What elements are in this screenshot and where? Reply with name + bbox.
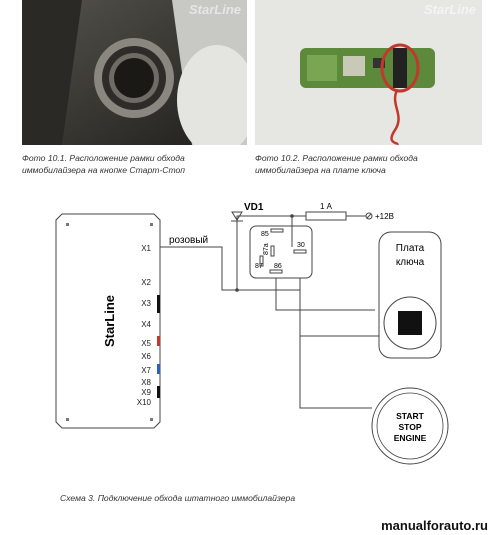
connector-x3: X3 <box>141 299 151 308</box>
footer-site-name: manualforauto.ru <box>381 518 488 533</box>
schematic-caption: Схема 3. Подключение обхода штатного имм… <box>60 492 295 504</box>
starline-unit: StarLine X1 X2 X3 X4 X5 X6 X7 X8 X9 X10 <box>55 213 161 429</box>
relay: 85 87a 30 87 86 <box>249 216 313 279</box>
wire-color-label: розовый <box>169 235 208 246</box>
connector-tab <box>157 295 160 313</box>
relay-pin-87a: 87a <box>263 243 270 255</box>
watermark-logo: StarLine <box>423 2 476 17</box>
photo-start-stop-ring: StarLine <box>22 0 247 145</box>
caption-line: Фото 10.2. Расположение рамки обхода <box>255 153 418 163</box>
watermark-logo: StarLine <box>188 2 241 17</box>
connector-tab <box>157 386 160 398</box>
relay-pin-85: 85 <box>261 231 269 238</box>
caption-line: Фото 10.1. Расположение рамки обхода <box>22 153 185 163</box>
connector-x9: X9 <box>141 388 151 397</box>
photo1-caption: Фото 10.1. Расположение рамки обхода имм… <box>22 152 185 176</box>
connector-x7: X7 <box>141 366 151 375</box>
key-board: Плата ключа <box>378 231 442 359</box>
caption-line: Схема 3. Подключение обхода штатного имм… <box>60 493 296 503</box>
fuse-1a <box>305 211 347 221</box>
button-text-start: START <box>396 411 425 421</box>
connector-x5: X5 <box>141 339 151 348</box>
fuse-label: 1 А <box>320 202 333 211</box>
unit-brand-logo: StarLine <box>102 295 117 347</box>
photo-key-board-image <box>255 0 482 145</box>
relay-pin-87: 87 <box>255 263 263 270</box>
connector-tab <box>157 336 160 346</box>
key-chip <box>398 311 422 335</box>
button-text-stop: STOP <box>399 422 422 432</box>
caption-line: иммобилайзера на кнопке Старт-Стоп <box>22 165 186 175</box>
start-stop-engine-button: START STOP ENGINE <box>371 387 449 465</box>
power-label: +12В <box>375 212 394 221</box>
connector-x2: X2 <box>141 278 151 287</box>
photo-key-board-ring: StarLine <box>255 0 482 145</box>
diode-vd1 <box>231 211 243 222</box>
connector-x8: X8 <box>141 378 151 387</box>
connector-x4: X4 <box>141 320 151 329</box>
connector-x10: X10 <box>137 398 152 407</box>
connector-x1: X1 <box>141 244 151 253</box>
photo-start-stop-image <box>22 0 247 145</box>
photo2-caption: Фото 10.2. Расположение рамки обхода имм… <box>255 152 418 176</box>
key-board-label-line2: ключа <box>396 257 425 268</box>
wiring-schematic: StarLine X1 X2 X3 X4 X5 X6 X7 X8 X9 X10 … <box>55 202 449 465</box>
connector-tab <box>157 364 160 374</box>
diode-label: VD1 <box>244 202 264 213</box>
relay-pin-86: 86 <box>274 263 282 270</box>
key-board-label-line1: Плата <box>396 243 425 254</box>
button-text-engine: ENGINE <box>394 433 427 443</box>
connector-x6: X6 <box>141 352 151 361</box>
relay-pin-30: 30 <box>297 242 305 249</box>
caption-line: иммобилайзера на плате ключа <box>255 165 386 175</box>
